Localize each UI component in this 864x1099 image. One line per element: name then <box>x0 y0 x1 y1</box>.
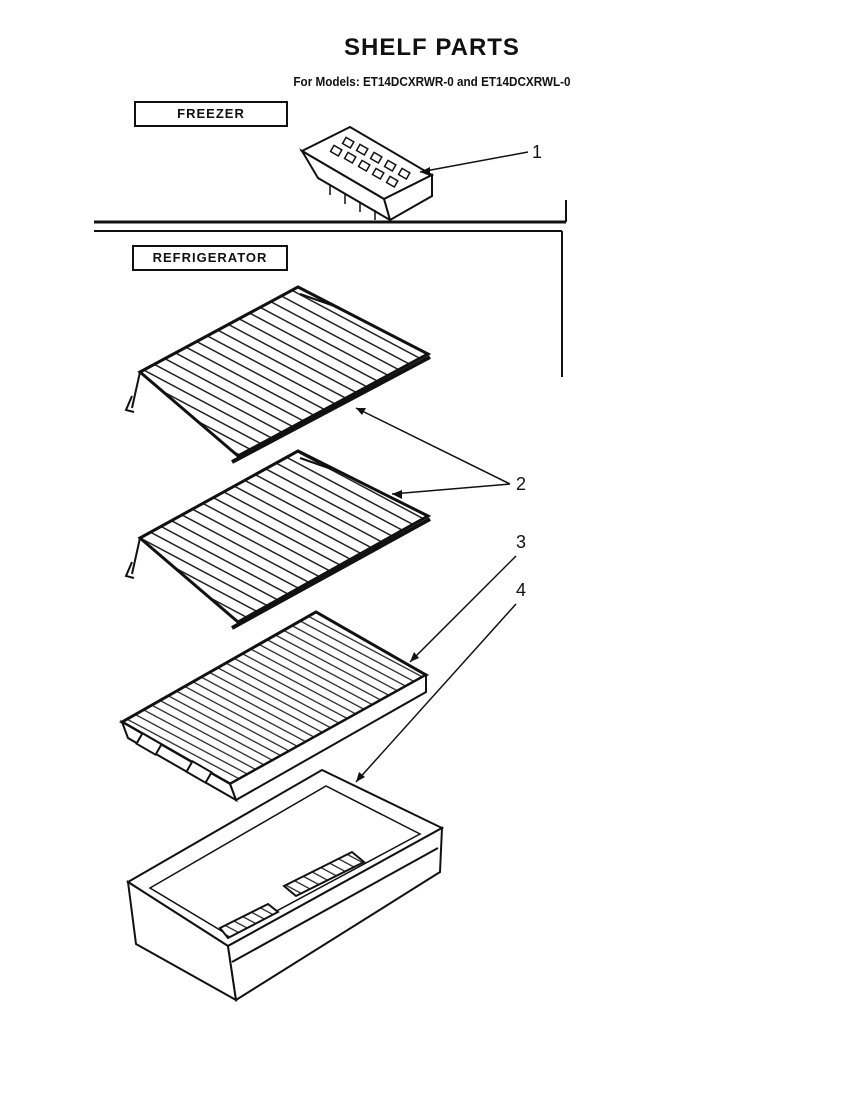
leader-lines <box>355 151 529 783</box>
section-divider <box>94 200 567 377</box>
leader-arrowheads <box>356 167 430 782</box>
wire-shelf-upper <box>124 285 432 464</box>
callout-4: 4 <box>516 580 527 600</box>
freezer-section-label: FREEZER <box>134 101 288 127</box>
callout-2: 2 <box>516 474 527 494</box>
refrigerator-section-label: REFRIGERATOR <box>132 245 288 271</box>
ice-tray <box>299 125 435 223</box>
callout-1: 1 <box>532 142 543 162</box>
callout-3: 3 <box>516 532 527 552</box>
model-subtitle: For Models: ET14DCXRWR-0 and ET14DCXRWL-… <box>293 74 571 89</box>
page-title: SHELF PARTS <box>344 34 520 61</box>
crisper-cover <box>118 610 430 803</box>
wire-shelf-lower <box>124 449 432 630</box>
crisper-pan <box>126 768 445 1002</box>
